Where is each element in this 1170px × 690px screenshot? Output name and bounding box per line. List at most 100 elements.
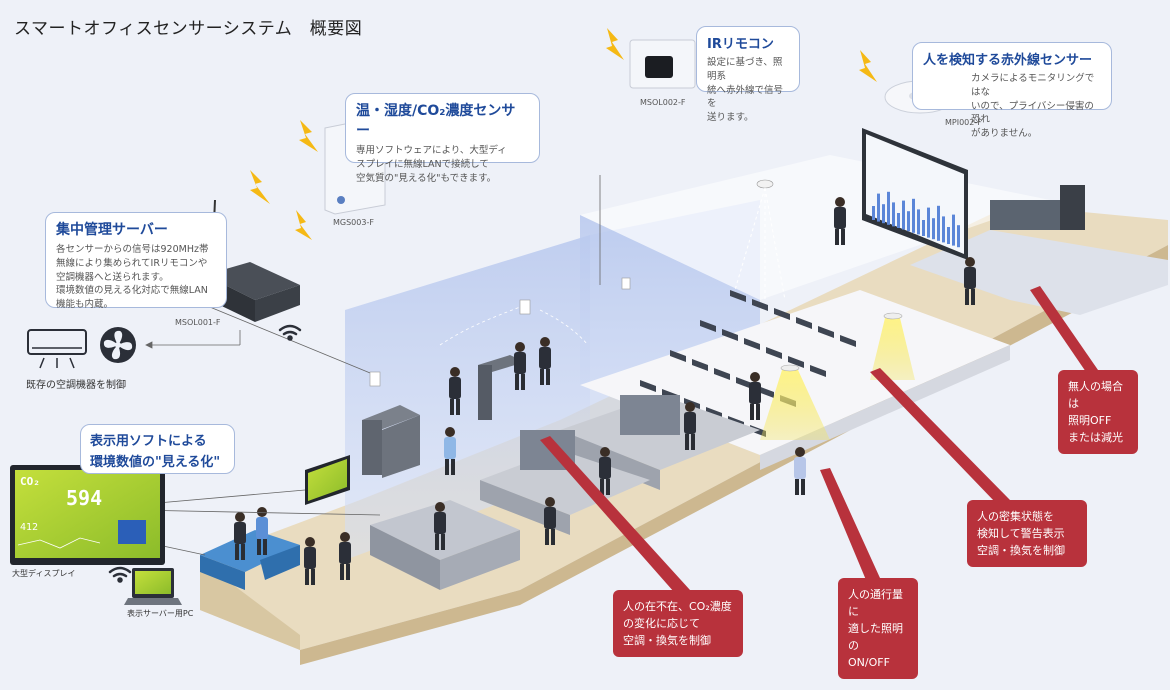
person-leg [540,369,544,385]
light-beams [760,312,915,440]
cabinets [362,355,525,478]
wall-chart-bar [887,191,890,225]
display-software-line2: 環境数値の"見える化" [90,455,221,470]
server-model: MSOL001-F [175,318,221,327]
person-body [304,547,316,569]
seat [640,380,656,392]
person-leg [795,479,799,495]
seat [752,299,768,311]
lightning-icon [299,120,318,152]
server-heading: 集中管理サーバー [56,222,168,238]
person-head [795,447,805,457]
lightning-icon [250,170,270,204]
seat [818,326,834,338]
wall-chart-bar [912,198,915,233]
lightning-icons [250,28,877,240]
lobby-monitor [305,455,350,505]
person-leg [441,534,445,550]
wall-chart-bar [877,193,880,222]
person-body [794,457,806,479]
seat [744,338,760,350]
wifi-icons [108,324,302,583]
server-body: 各センサーからの信号は920MHz帯 無線により集められてIRリモコンや 空調機… [56,244,209,311]
large-display-caption: 大型ディスプレイ [12,569,76,578]
ir-sensor-cone [734,179,786,301]
wall-chart-bar [922,220,925,236]
person-leg [965,289,969,305]
person-leg [551,529,555,545]
wall-chart-bar [902,200,905,230]
wall-chart-bar [917,209,920,235]
person-leg [835,229,839,245]
seat [700,320,716,332]
wall-chart-bar [932,218,935,240]
person-leg [750,404,754,420]
note-traffic: 人の通行量に 適した照明の ON/OFF [838,578,918,680]
person-head [435,502,445,512]
seat [730,290,746,302]
note-unoccupied: 無人の場合は 照明OFF または減光 [1058,370,1138,455]
seat [774,308,790,320]
person-body [749,382,761,404]
seat [714,368,730,380]
seat [692,359,708,371]
person-leg [691,434,695,450]
person-body [444,437,456,459]
person-body [539,347,551,369]
person-leg [600,479,604,495]
wifi-icon [278,324,302,341]
person-head [305,537,315,547]
wall-chart-bar [942,216,945,243]
display-software-callout: 表示用ソフトによる 環境数値の"見える化" [80,424,235,474]
person-head [965,257,975,267]
server-callout: 集中管理サーバー 各センサーからの信号は920MHz帯 無線により集められてIR… [45,212,227,310]
wall-chart-bar [882,204,885,224]
person-head [685,402,695,412]
person-leg [305,569,309,585]
ir-sensor-model: MPI002-F [945,118,982,127]
co2-sensor-model: MGS003-F [333,218,374,227]
ir-sensor-body: カメラによるモニタリングではな いので、プライバシー侵害の恐れ がありません。 [971,73,1095,140]
person-leg [546,369,550,385]
person-body [514,352,526,374]
wall-chart-bar [927,207,930,238]
air-conditioner-icon [27,329,87,369]
person-head [545,497,555,507]
person-leg [515,374,519,390]
co2-sensor-body: 専用ソフトウェアにより、大型ディ スプレイに無線LANで接続して 空気質の"見え… [356,145,507,184]
person-body [544,507,556,529]
ir-remote-model: MSOL002-F [640,98,686,107]
person-leg [521,374,525,390]
person-leg [685,434,689,450]
person-leg [456,399,460,415]
ir-remote-callout: IRリモコン 設定に基づき、照明系 統へ赤外線で信号を 送ります。 [696,26,800,123]
hvac-control-label: 既存の空調機器を制御 [26,380,126,391]
ir-remote-body: 設定に基づき、照明系 統へ赤外線で信号を 送ります。 [707,57,784,124]
lounge-sofa [200,530,300,590]
lightning-icon [859,50,877,82]
seat [810,365,826,377]
hvac-icons [27,327,136,369]
note-presence-co2: 人の在不在、CO₂濃度 の変化に応じて 空調・換気を制御 [613,590,743,658]
person-head [540,337,550,347]
person-leg [235,544,239,560]
person-leg [545,529,549,545]
person-leg [340,564,344,580]
person-leg [801,479,805,495]
person-body [256,517,268,539]
person-leg [435,534,439,550]
wall-chart-bar [937,205,940,241]
executive-area [910,185,1168,315]
wall-chart-bar [957,225,960,248]
person-leg [451,459,455,475]
page-title: スマートオフィスセンサーシステム 概要図 [14,19,363,39]
seat [670,350,686,362]
server-pc-caption: 表示サーバー用PC [127,609,194,618]
wall-chart-bar [892,202,895,227]
seat [840,335,856,347]
person-head [750,372,760,382]
person-leg [971,289,975,305]
person-body [234,522,246,544]
fan-icon [100,327,136,363]
seat [788,356,804,368]
